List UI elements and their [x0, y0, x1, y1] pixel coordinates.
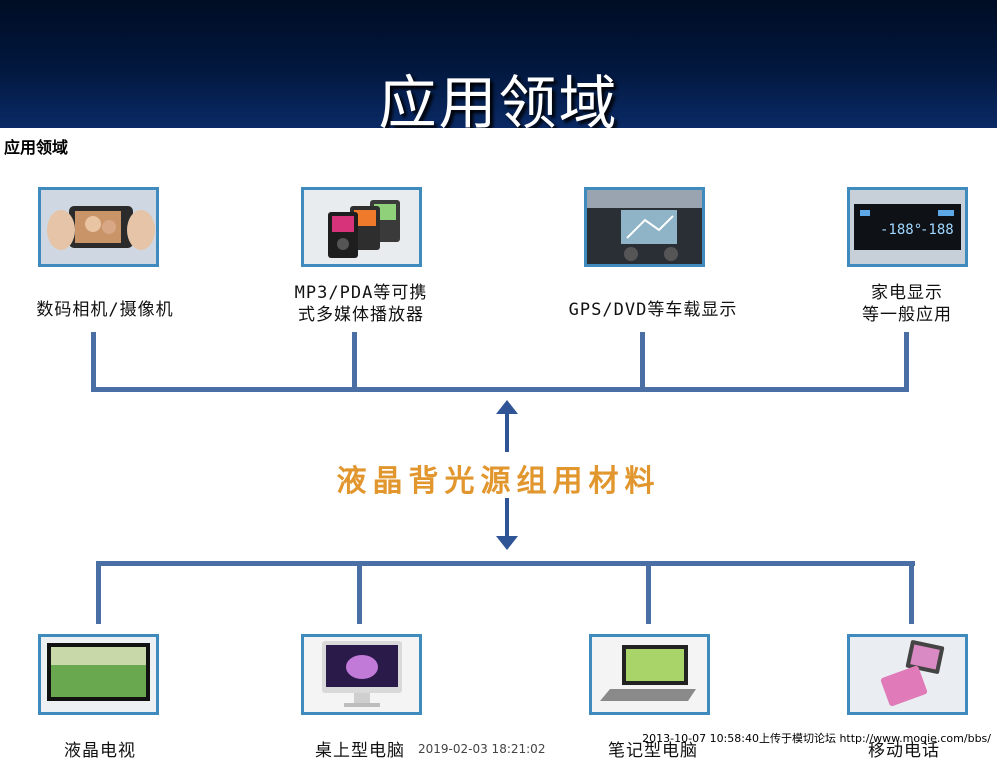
section-heading: 应用领域 [4, 138, 69, 157]
top-item-label: MP3/PDA等可携 式多媒体播放器 [294, 283, 428, 325]
overlap-timestamp: 2019-02-03 18:21:02 [418, 742, 546, 756]
top-item-label: GPS/DVD等车载显示 [568, 300, 738, 320]
top-drop-line [352, 332, 357, 391]
top-drop-line [640, 332, 645, 391]
camera-icon [38, 187, 159, 267]
svg-text:-188°: -188° [880, 222, 922, 238]
watermark: 2013-10-07 10:58:40上传于模切论坛 http://www.mo… [642, 732, 991, 745]
bottom-drop-line [357, 561, 362, 624]
top-bus-line [91, 387, 909, 392]
bottom-bus-line [96, 561, 915, 566]
mp3-player-icon [301, 187, 422, 267]
top-item-label: 数码相机/摄像机 [36, 300, 174, 320]
slide-content: 应用领域 [0, 128, 997, 761]
desktop-computer-icon [301, 634, 422, 715]
down-arrow-icon [496, 498, 518, 550]
mobile-phone-icon [847, 634, 968, 715]
bottom-drop-line [909, 561, 914, 624]
bottom-drop-line [646, 561, 651, 624]
up-arrow-icon [496, 400, 518, 452]
bottom-item-label: 液晶电视 [64, 741, 136, 761]
slide-title: 应用领域 [378, 69, 619, 137]
laptop-icon [589, 634, 710, 715]
top-drop-line [904, 332, 909, 391]
svg-text:-188: -188 [920, 222, 954, 238]
slide-header: 应用领域 [0, 0, 997, 137]
appliance-display-icon: -188° -188 [847, 187, 968, 267]
lcd-tv-icon [38, 634, 159, 715]
center-label: 液晶背光源组用材料 [336, 464, 661, 499]
bottom-drop-line [96, 561, 101, 624]
car-gps-icon [584, 187, 705, 267]
top-drop-line [91, 332, 96, 391]
top-item-label: 家电显示 等一般应用 [862, 283, 952, 325]
